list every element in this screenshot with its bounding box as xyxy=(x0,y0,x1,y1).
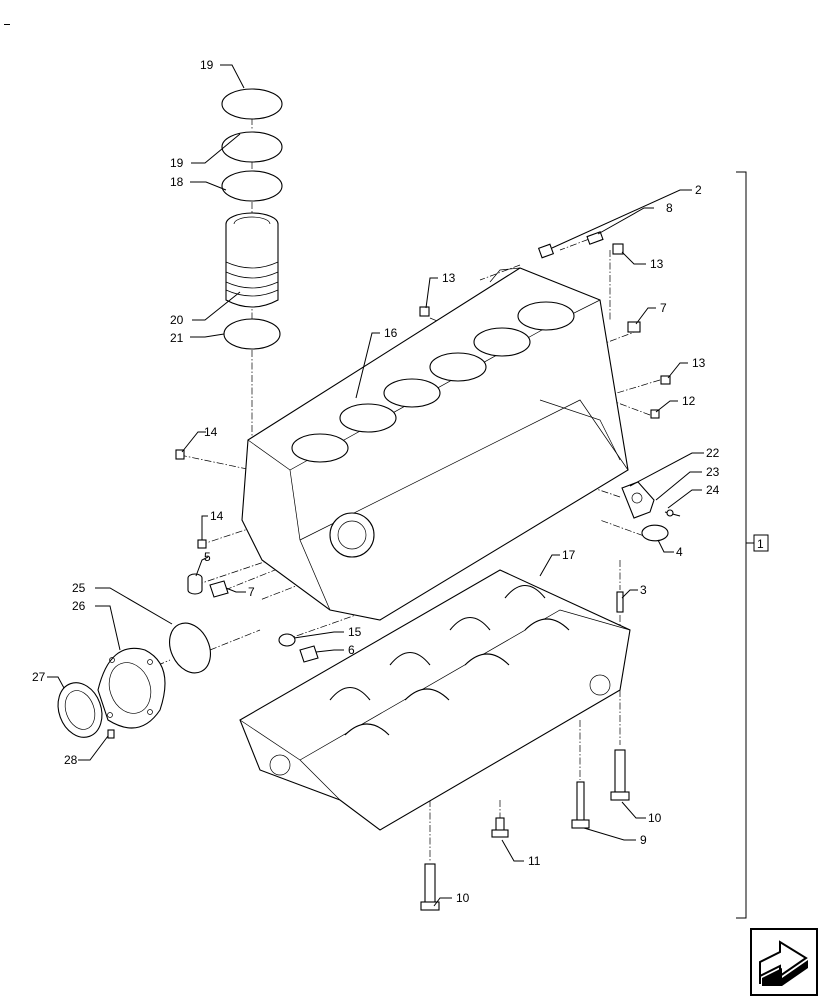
callout-10-lower: 10 xyxy=(456,891,470,905)
cap-5 xyxy=(187,573,203,595)
screw-28 xyxy=(107,729,115,739)
dowel-3 xyxy=(616,591,624,613)
callout-26: 26 xyxy=(72,599,86,613)
callout-11: 11 xyxy=(528,854,541,868)
plug-7-left xyxy=(209,580,229,598)
washer-23 xyxy=(666,509,674,517)
o-ring-25 xyxy=(169,622,211,674)
sleeve-4 xyxy=(641,524,669,542)
callout-7-right: 7 xyxy=(660,301,667,315)
callout-19-top: 19 xyxy=(200,58,214,72)
callout-24: 24 xyxy=(706,483,720,497)
callout-28: 28 xyxy=(64,753,78,767)
callout-12: 12 xyxy=(682,394,696,408)
leader-lines xyxy=(47,64,704,907)
cap-7-right xyxy=(627,321,641,333)
rear-seal-assembly xyxy=(57,622,211,739)
cylinder-liner-assembly xyxy=(221,88,283,350)
seal-ring-19-top xyxy=(221,88,283,120)
engine-block-16 xyxy=(241,267,629,621)
callout-2: 2 xyxy=(695,183,702,197)
plug-13-left xyxy=(419,306,430,317)
callout-15: 15 xyxy=(348,625,362,639)
callout-23: 23 xyxy=(706,465,720,479)
callout-13-right: 13 xyxy=(692,356,706,370)
callout-13-left: 13 xyxy=(442,271,456,285)
plug-2 xyxy=(537,243,555,259)
plug-14-lower xyxy=(197,539,207,549)
callout-13-upper: 13 xyxy=(650,257,664,271)
seal-ring-27 xyxy=(57,682,103,738)
callout-3: 3 xyxy=(640,583,647,597)
bolt-9 xyxy=(571,781,590,829)
callout-14-upper: 14 xyxy=(204,425,218,439)
callout-25: 25 xyxy=(72,581,86,595)
seal-ring-19 xyxy=(221,131,283,163)
plug-6 xyxy=(299,645,319,663)
plug-13-right xyxy=(660,375,671,385)
callout-20: 20 xyxy=(170,313,184,327)
seal-ring-21 xyxy=(223,318,281,350)
bolts xyxy=(420,749,630,911)
callout-7-left: 7 xyxy=(248,585,255,599)
seal-ring-18 xyxy=(221,170,283,202)
plug-12 xyxy=(650,409,660,419)
callout-27: 27 xyxy=(32,670,46,684)
callout-10-right: 10 xyxy=(648,811,662,825)
next-page-arrow-icon[interactable] xyxy=(750,928,818,996)
corner-mark xyxy=(4,24,10,25)
callout-6: 6 xyxy=(348,643,355,657)
washer-15 xyxy=(278,633,296,647)
callout-4: 4 xyxy=(676,545,683,559)
fitting-8 xyxy=(586,231,604,245)
seal-carrier-26 xyxy=(97,647,166,729)
group-label: 1 xyxy=(757,537,764,551)
callout-19: 19 xyxy=(170,156,184,170)
callout-17: 17 xyxy=(562,548,576,562)
cylinder-liner-20 xyxy=(225,212,279,308)
callout-18: 18 xyxy=(170,175,184,189)
group-bracket: 1 xyxy=(736,171,769,919)
callout-21: 21 xyxy=(170,331,184,345)
lower-crankcase-17 xyxy=(239,569,631,831)
small-fittings xyxy=(175,231,681,663)
plug-14-upper xyxy=(175,449,185,460)
callout-14-lower: 14 xyxy=(210,509,224,523)
callout-5: 5 xyxy=(204,550,211,564)
bolt-11 xyxy=(491,817,509,838)
bolt-10-right xyxy=(610,749,630,801)
callout-22: 22 xyxy=(706,446,720,460)
callout-9: 9 xyxy=(640,833,647,847)
callout-16: 16 xyxy=(384,326,398,340)
plug-13-upper xyxy=(612,243,624,255)
cover-plate-22 xyxy=(621,481,655,519)
callout-8: 8 xyxy=(666,201,673,215)
bolt-10-lower xyxy=(420,863,440,911)
callout-labels: 19 19 18 20 21 2 8 13 13 16 7 13 12 14 1… xyxy=(32,58,720,905)
